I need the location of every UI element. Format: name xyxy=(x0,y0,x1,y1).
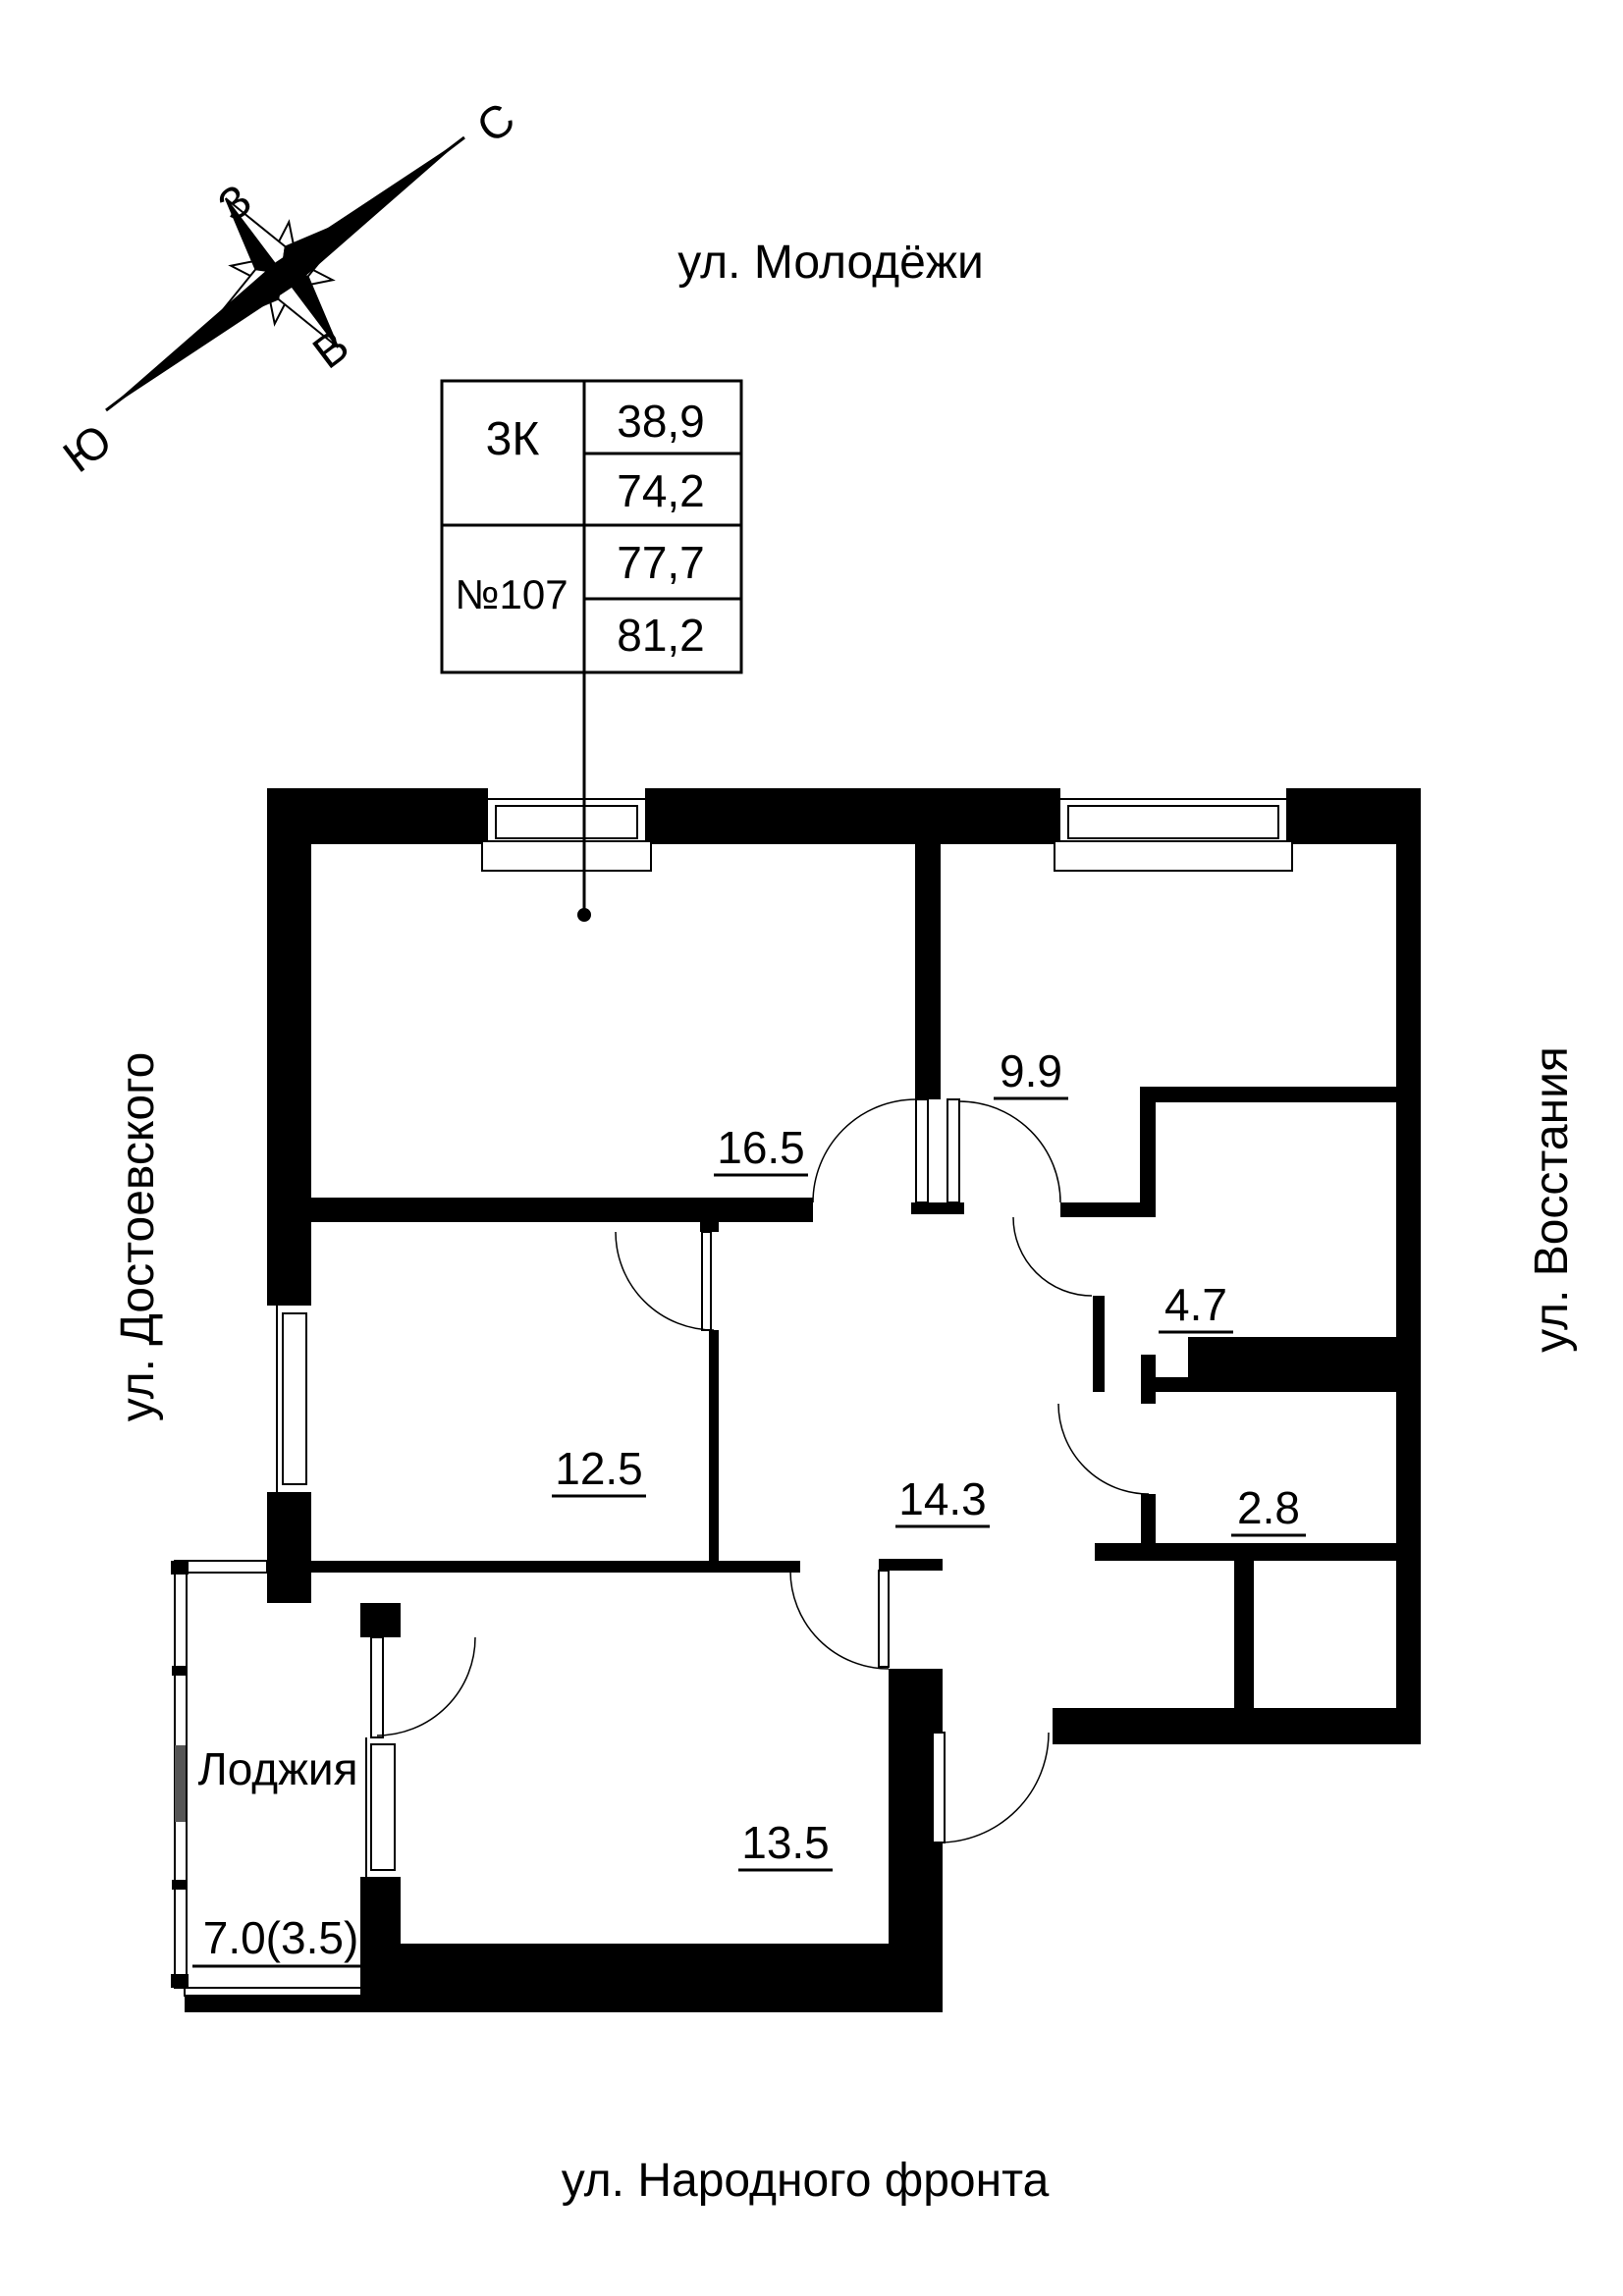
door-room-12 xyxy=(615,1231,715,1331)
loggia-name-label: Лоджия xyxy=(198,1743,358,1794)
compass-south-label: Ю xyxy=(54,414,121,483)
hallway-area-label: 14.3 xyxy=(898,1473,987,1524)
table-area-3: 77,7 xyxy=(617,537,705,588)
table-number-label: №107 xyxy=(455,571,568,617)
door-kitchen xyxy=(789,1570,890,1670)
door-room-9 xyxy=(947,1098,1061,1203)
door-bath-4-7 xyxy=(1012,1216,1093,1297)
compass-east-label: В xyxy=(303,319,358,378)
table-leader-dot xyxy=(577,908,591,922)
window-room-9-top xyxy=(1054,788,1293,872)
table-area-2: 74,2 xyxy=(617,465,705,516)
bath-area-label: 4.7 xyxy=(1164,1279,1227,1330)
room-16-area-label: 16.5 xyxy=(717,1122,805,1173)
table-rooms-label: 3К xyxy=(486,413,540,465)
street-top-label: ул. Молодёжи xyxy=(677,237,984,289)
info-table: 3К №107 38,9 74,2 77,7 81,2 xyxy=(440,379,743,922)
window-room-16-top xyxy=(481,788,652,872)
table-area-4: 81,2 xyxy=(617,610,705,661)
room-labels: 16.5 9.9 12.5 14.3 4.7 2.8 13.5 Лоджия 7… xyxy=(192,1045,1306,1968)
street-right-label: ул. Восстания xyxy=(1526,1046,1578,1353)
compass-needle xyxy=(106,137,464,410)
compass-rose-icon: С З В Ю xyxy=(54,92,524,482)
loggia-structure xyxy=(171,1560,362,1997)
table-area-1: 38,9 xyxy=(617,396,705,447)
compass-north-label: С xyxy=(467,92,524,153)
walls xyxy=(185,788,1421,2012)
room-12-area-label: 12.5 xyxy=(555,1443,643,1494)
room-9-area-label: 9.9 xyxy=(1000,1045,1062,1096)
door-room-16 xyxy=(812,1098,929,1203)
wc-area-label: 2.8 xyxy=(1237,1482,1300,1533)
street-bottom-label: ул. Народного фронта xyxy=(562,2155,1050,2207)
kitchen-area-label: 13.5 xyxy=(741,1817,830,1868)
doors xyxy=(370,1098,1150,1843)
door-wc-2-8 xyxy=(1057,1403,1150,1495)
window-balcony-unit xyxy=(360,1737,401,1877)
window-room-12-left xyxy=(267,1306,311,1492)
door-entrance xyxy=(932,1732,1050,1843)
windows xyxy=(267,788,1293,1877)
street-labels: ул. Молодёжи ул. Народного фронта ул. До… xyxy=(112,237,1578,2207)
door-balcony xyxy=(370,1636,476,1738)
street-left-label: ул. Достоевского xyxy=(112,1052,164,1422)
loggia-area-label: 7.0(3.5) xyxy=(203,1912,359,1963)
